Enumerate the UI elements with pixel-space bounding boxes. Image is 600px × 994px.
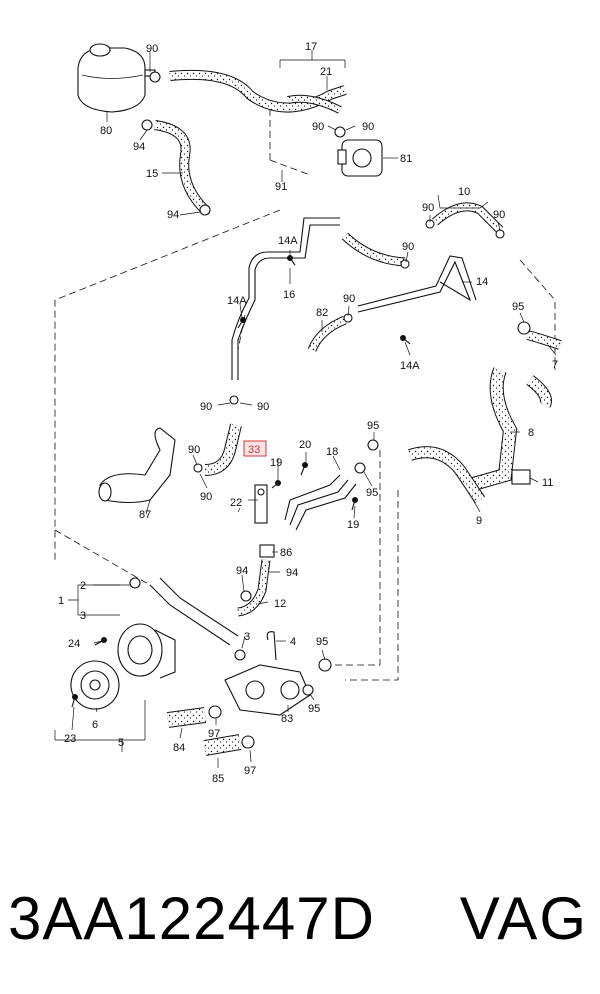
callout-7: 7 [552, 359, 558, 371]
hose-8 [468, 367, 552, 492]
callout-97: 97 [208, 728, 220, 740]
bracket-22 [254, 484, 268, 524]
callout-3: 3 [244, 631, 250, 643]
coolant-pipe-16 [231, 217, 340, 380]
callout-95: 95 [308, 703, 320, 715]
callout-6: 6 [92, 719, 98, 731]
callout-14A: 14A [278, 235, 298, 247]
brand-label: VAG [459, 885, 588, 952]
dashed-routing-lines [54, 100, 556, 681]
callout-95: 95 [316, 636, 328, 648]
coolant-pipe-18 [284, 474, 357, 531]
footer: 3AA122447D VAG [0, 860, 600, 980]
bolts [71, 255, 411, 708]
callout-15: 15 [146, 168, 158, 180]
callout-94: 94 [133, 141, 145, 153]
hose-15 [154, 120, 209, 214]
leader-lines [54, 50, 557, 768]
callout-14: 14 [476, 276, 488, 288]
expansion-tank [77, 43, 156, 113]
callout-85: 85 [212, 773, 224, 785]
callout-97: 97 [244, 765, 256, 777]
callout-86: 86 [280, 547, 292, 559]
callout-33-highlight-box [243, 440, 267, 457]
callout-81: 81 [400, 153, 412, 165]
hose-10 [432, 202, 504, 234]
callout-21: 21 [320, 66, 332, 78]
callout-90: 90 [312, 121, 324, 133]
callout-22: 22 [230, 497, 242, 509]
callout-90: 90 [343, 293, 355, 305]
hose-7 [526, 330, 562, 350]
water-pump-assembly [70, 623, 176, 710]
callout-10: 10 [458, 186, 470, 198]
callout-24: 24 [68, 638, 80, 650]
upper-hoses [169, 69, 347, 114]
callout-90: 90 [422, 202, 434, 214]
callout-12: 12 [274, 598, 286, 610]
callout-90: 90 [188, 444, 200, 456]
callout-83: 83 [281, 713, 293, 725]
callout-11: 11 [542, 477, 553, 489]
callout-90: 90 [257, 401, 269, 413]
callout-1: 1 [58, 595, 64, 607]
thermostat-housing-83 [224, 631, 311, 716]
callout-80: 80 [100, 125, 112, 137]
coolant-pipe-1 [129, 577, 239, 646]
callout-5: 5 [118, 737, 124, 749]
callout-82: 82 [316, 307, 328, 319]
hose-clamps [141, 71, 531, 749]
callout-94: 94 [167, 209, 179, 221]
part-number: 3AA122447D [8, 885, 375, 952]
hose-12 [237, 544, 275, 617]
hose-9 [408, 446, 485, 504]
callout-2: 2 [80, 580, 86, 592]
callout-87: 87 [139, 509, 151, 521]
callout-19: 19 [347, 519, 359, 531]
callout-4: 4 [290, 636, 296, 648]
callout-95: 95 [512, 301, 524, 313]
coolant-pipe-14 [357, 255, 477, 313]
callout-9: 9 [476, 515, 482, 527]
callout-90: 90 [200, 401, 212, 413]
callout-95: 95 [367, 420, 379, 432]
callout-14A: 14A [227, 295, 247, 307]
callout-90: 90 [146, 43, 158, 55]
callout-91: 91 [275, 181, 287, 193]
callout-90: 90 [362, 121, 374, 133]
callout-20: 20 [299, 439, 311, 451]
aux-pump [337, 139, 383, 177]
callout-19: 19 [270, 457, 282, 469]
callout-90: 90 [402, 241, 414, 253]
callout-90: 90 [200, 491, 212, 503]
hose-84 [166, 707, 207, 728]
callout-16: 16 [283, 289, 295, 301]
callout-94: 94 [286, 567, 298, 579]
hose-33 [204, 423, 242, 476]
callout-14A: 14A [400, 360, 420, 372]
coolant-system-exploded-diagram: 90 17 21 80 94 90 90 81 15 91 10 94 90 9… [54, 41, 562, 785]
hose-82 [307, 315, 347, 352]
callout-labels: 90 17 21 80 94 90 90 81 15 91 10 94 90 9… [58, 41, 558, 785]
intake-duct-87 [98, 427, 176, 504]
callout-17: 17 [305, 41, 317, 53]
callout-90: 90 [493, 209, 505, 221]
hose-upper-right [341, 232, 406, 267]
callout-95: 95 [366, 487, 378, 499]
callout-23: 23 [64, 733, 76, 745]
callout-33: 33 [248, 444, 260, 456]
callout-94: 94 [236, 565, 248, 577]
hose-85 [203, 734, 242, 756]
callout-3: 3 [80, 610, 86, 622]
callout-8: 8 [528, 427, 534, 439]
callout-84: 84 [173, 742, 185, 754]
callout-18: 18 [326, 446, 338, 458]
